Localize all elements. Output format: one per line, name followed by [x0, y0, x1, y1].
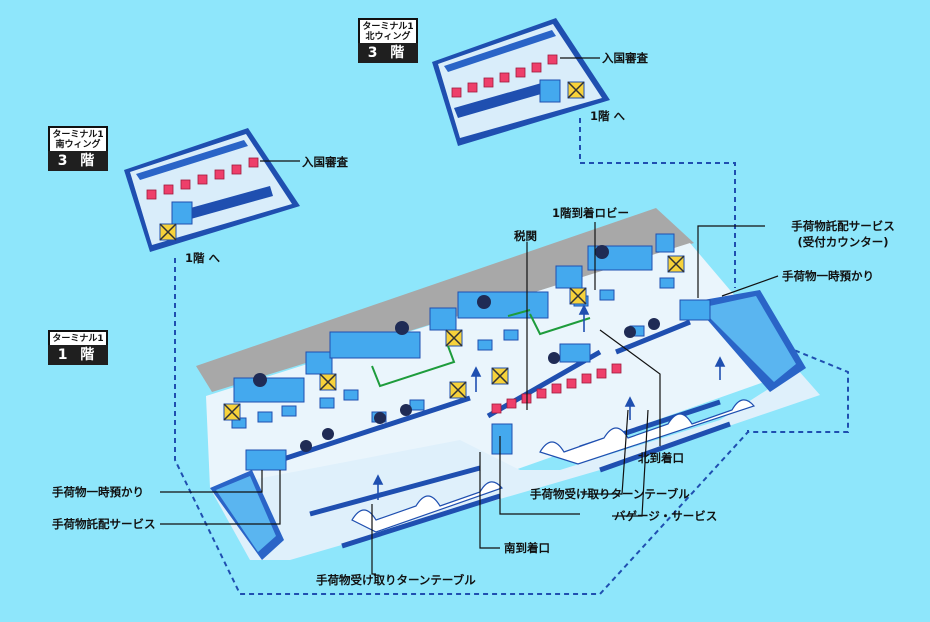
label-south-arrival-exit: 南到着口: [504, 541, 550, 555]
currency-exchange-icon: [322, 326, 636, 440]
label-line: (受付カウンター): [797, 235, 889, 249]
label-to-1f-south: 1階 へ: [185, 251, 221, 265]
badge-line1: ターミナル1: [48, 330, 108, 345]
label-delivery-service-left: 手荷物託配サービス: [52, 517, 156, 531]
badge-floor: 3 階: [358, 43, 418, 63]
label-storage-left: 手荷物一時預かり: [52, 485, 144, 499]
label-immigration-south: 入国審査: [302, 155, 348, 169]
floor-badge-south-3f: ターミナル1 南ウィング 3 階: [48, 126, 108, 171]
leader-lines: [160, 222, 779, 575]
no-entry-icon: [223, 255, 685, 421]
south-immigration-booths: [146, 157, 259, 200]
label-storage-right: 手荷物一時預かり: [782, 269, 874, 283]
label-to-1f-north: 1階 へ: [590, 109, 626, 123]
label-baggage-claim-bottom: 手荷物受け取りターンテーブル: [316, 573, 476, 587]
floor-badge-north-3f: ターミナル1 北ウィング 3 階: [358, 18, 418, 63]
customs-route: [371, 309, 591, 388]
badge-floor: 1 階: [48, 345, 108, 365]
label-immigration-north: 入国審査: [602, 51, 648, 65]
label-north-arrival-exit: 北到着口: [638, 451, 684, 465]
badge-terminal-label: ターミナル1 北ウィング: [358, 18, 418, 43]
badge-line1: ターミナル1: [52, 130, 104, 140]
floor-badge-1f: ターミナル1 1 階: [48, 330, 108, 365]
badge-line1: ターミナル1: [362, 22, 414, 32]
north-immigration-booths: [451, 54, 558, 98]
badge-floor: 3 階: [48, 151, 108, 171]
flow-arrows: [372, 304, 726, 500]
label-line: 手荷物託配サービス: [791, 219, 895, 233]
telephone-icon: [300, 318, 660, 452]
badge-line2: 南ウィング: [55, 140, 101, 150]
north-wing-3f-floor: [432, 18, 610, 146]
label-customs: 税関: [514, 229, 537, 243]
restroom-icon: [253, 245, 609, 387]
badge-terminal-label: ターミナル1 南ウィング: [48, 126, 108, 151]
label-delivery-service-right: 手荷物託配サービス (受付カウンター): [768, 218, 918, 250]
label-arrival-lobby: 1階到着ロビー: [552, 206, 630, 220]
label-baggage-service: バゲージ・サービス: [614, 509, 718, 523]
badge-line2: 北ウィング: [365, 32, 411, 42]
label-baggage-claim-right: 手荷物受け取りターンテーブル: [530, 487, 690, 501]
